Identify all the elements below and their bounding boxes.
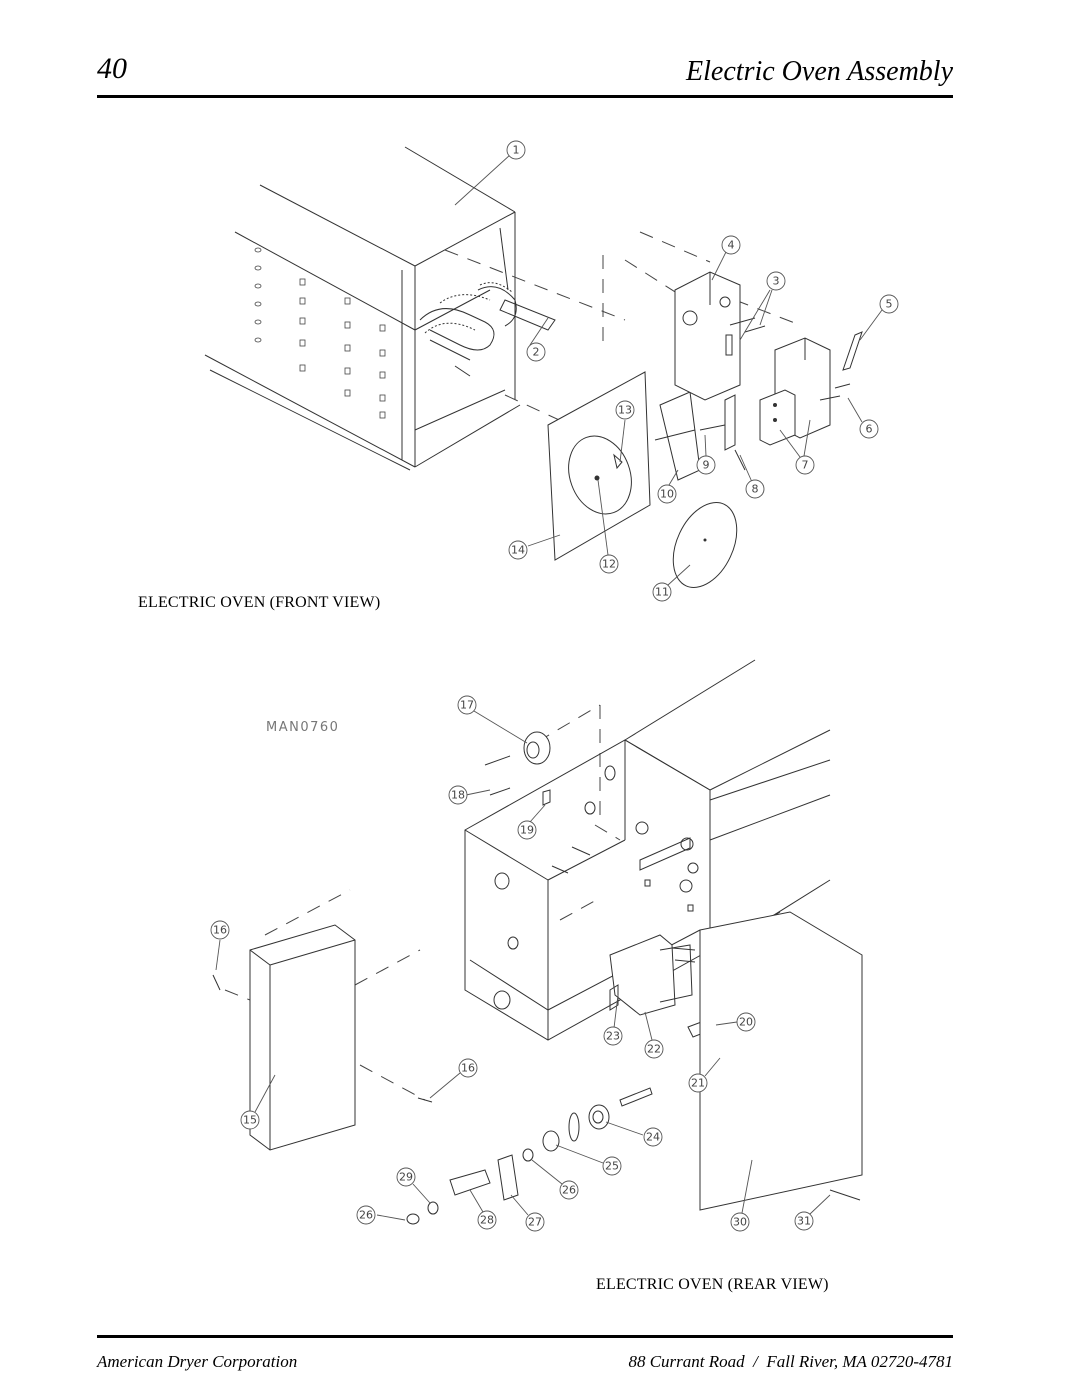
header-rule — [97, 95, 953, 98]
element-bracket — [499, 299, 556, 331]
callout-24: 24 — [646, 1131, 660, 1144]
insulator-bracket — [449, 1169, 491, 1196]
callout-5: 5 — [886, 298, 893, 311]
back-panel — [547, 371, 651, 561]
page-number: 40 — [97, 52, 127, 85]
callout-25: 25 — [605, 1160, 619, 1173]
callout-20: 20 — [739, 1016, 753, 1029]
switch-housing — [759, 337, 851, 446]
callout-30: 30 — [733, 1216, 747, 1229]
callout-9: 9 — [703, 459, 710, 472]
rear-callouts: 15 16 16 17 18 19 20 21 22 23 24 25 26 — [210, 695, 831, 1232]
front-callouts: 1 2 3 4 5 6 7 8 9 10 11 12 13 — [454, 140, 899, 602]
front-view-drawing: 1 2 3 4 5 6 7 8 9 10 11 12 13 — [204, 140, 899, 602]
callout-29: 29 — [399, 1171, 413, 1184]
footer-company: American Dryer Corporation — [97, 1352, 298, 1371]
callout-19: 19 — [520, 824, 534, 837]
callout-15: 15 — [243, 1114, 257, 1127]
thermostat-mount — [699, 394, 746, 471]
callout-28: 28 — [480, 1214, 494, 1227]
callout-2: 2 — [533, 346, 540, 359]
rear-view-drawing: 15 16 16 17 18 19 20 21 22 23 24 25 26 — [210, 659, 863, 1232]
callout-27: 27 — [528, 1216, 542, 1229]
heating-element — [419, 282, 517, 377]
callout-23: 23 — [606, 1030, 620, 1043]
callout-4: 4 — [728, 239, 735, 252]
callout-10: 10 — [660, 488, 674, 501]
callout-16b: 16 — [461, 1062, 475, 1075]
oven-housing — [204, 146, 521, 471]
callout-8: 8 — [752, 483, 759, 496]
footer-address: 88 Currant Road / Fall River, MA 02720-4… — [628, 1352, 953, 1371]
callout-26b: 26 — [359, 1209, 373, 1222]
clamp-bracket — [497, 1154, 519, 1201]
callout-16a: 16 — [213, 924, 227, 937]
page-title: Electric Oven Assembly — [686, 56, 953, 87]
support-clip — [654, 391, 701, 481]
thermostat-part — [523, 731, 551, 765]
callout-22: 22 — [647, 1043, 661, 1056]
callout-1: 1 — [513, 144, 520, 157]
front-view-caption: ELECTRIC OVEN (FRONT VIEW) — [138, 594, 381, 611]
callout-13: 13 — [618, 404, 632, 417]
mounting-bracket — [674, 271, 741, 401]
callout-26a: 26 — [562, 1184, 576, 1197]
callout-7: 7 — [802, 459, 809, 472]
callout-11: 11 — [655, 586, 669, 599]
callout-18: 18 — [451, 789, 465, 802]
footer-rule — [97, 1335, 953, 1338]
contactor — [609, 934, 696, 1016]
callout-12: 12 — [602, 558, 616, 571]
callout-17: 17 — [460, 699, 474, 712]
rear-view-caption: ELECTRIC OVEN (REAR VIEW) — [596, 1276, 829, 1293]
cover-disk — [672, 502, 738, 588]
callout-6: 6 — [866, 423, 873, 436]
callout-14: 14 — [511, 544, 525, 557]
screw-part — [829, 1189, 861, 1201]
callout-3: 3 — [773, 275, 780, 288]
side-panel — [699, 911, 863, 1211]
callout-21: 21 — [691, 1077, 705, 1090]
callout-31: 31 — [797, 1215, 811, 1228]
insulator-stack — [522, 1087, 653, 1162]
oven-duct — [624, 659, 831, 960]
box-cover — [249, 924, 356, 1151]
strip-part — [842, 331, 863, 371]
drawing-code: MAN0760 — [266, 720, 340, 735]
